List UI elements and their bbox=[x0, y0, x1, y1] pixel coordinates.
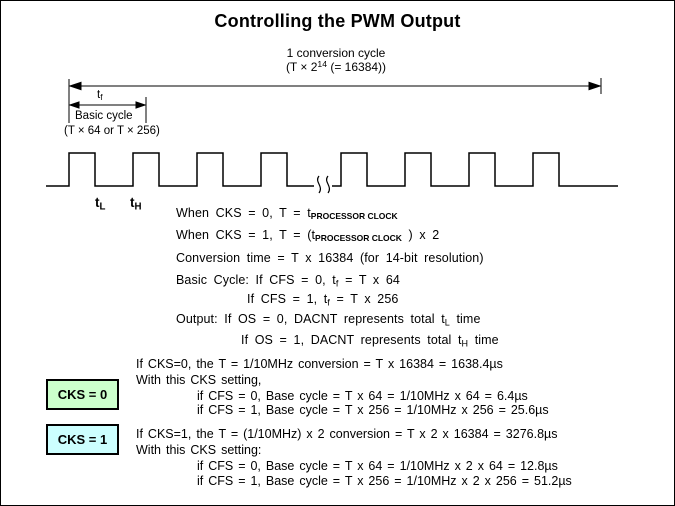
basic-cycle-formula: (T × 64 or T × 256) bbox=[64, 125, 160, 137]
formula-text: (= 16384)) bbox=[327, 60, 387, 74]
subscript: H bbox=[134, 201, 142, 213]
note-text: When CKS = 0, T = t bbox=[176, 206, 311, 220]
subscript: PROCESSOR CLOCK bbox=[310, 211, 398, 222]
conversion-cycle-formula: (T × 214 (= 16384)) bbox=[251, 59, 421, 74]
note-output-os1: If OS = 1, DACNT represents total tH tim… bbox=[241, 333, 499, 349]
tf-label: tf bbox=[97, 89, 103, 102]
note-cks1-period: When CKS = 1, T = (tPROCESSOR CLOCK ) x … bbox=[176, 228, 440, 244]
subscript: f bbox=[327, 297, 330, 308]
page-title: Controlling the PWM Output bbox=[214, 11, 461, 31]
conversion-cycle-label: 1 conversion cycle bbox=[286, 46, 386, 60]
subscript: L bbox=[444, 317, 450, 328]
symbol-base: t bbox=[95, 195, 100, 210]
symbol-base: t bbox=[97, 89, 101, 101]
note-conversion-time: Conversion time = T x 16384 (for 14-bit … bbox=[176, 251, 484, 265]
conversion-cycle-arrow bbox=[68, 78, 602, 123]
cks1-calc-line1: If CKS=1, the T = (1/10MHz) x 2 conversi… bbox=[136, 427, 558, 441]
tl-label: tL bbox=[95, 195, 106, 213]
note-output-os0: Output: If OS = 0, DACNT represents tota… bbox=[176, 312, 481, 328]
note-text: = T x 64 bbox=[338, 273, 400, 287]
cks1-calc-line3: if CFS = 0, Base cycle = T x 64 = 1/10MH… bbox=[197, 459, 558, 473]
cks1-calc-line2: With this CKS setting: bbox=[136, 443, 262, 457]
note-text: = T x 256 bbox=[329, 292, 399, 306]
cks0-badge: CKS = 0 bbox=[46, 379, 119, 410]
basic-cycle-label: Basic cycle bbox=[75, 110, 133, 122]
pwm-waveform bbox=[46, 152, 618, 187]
subscript: L bbox=[99, 201, 106, 213]
th-label: tH bbox=[130, 195, 142, 213]
cks0-calc-line3: if CFS = 0, Base cycle = T x 64 = 1/10MH… bbox=[197, 389, 528, 403]
waveform-break-icon bbox=[316, 175, 331, 194]
subscript: PROCESSOR CLOCK bbox=[315, 233, 402, 244]
formula-text: (T × 2 bbox=[285, 60, 318, 74]
note-text: If CFS = 1, t bbox=[247, 292, 328, 306]
note-text: time bbox=[468, 333, 499, 347]
note-basic-cycle-cfs1: If CFS = 1, tf = T x 256 bbox=[247, 292, 399, 308]
subscript: H bbox=[461, 338, 469, 349]
cks0-calc-line2: With this CKS setting, bbox=[136, 373, 262, 387]
note-text: Output: If OS = 0, DACNT represents tota… bbox=[176, 312, 445, 326]
note-text: If OS = 1, DACNT represents total t bbox=[241, 333, 462, 347]
note-text: time bbox=[449, 312, 481, 326]
note-text: Basic Cycle: If CFS = 0, t bbox=[176, 273, 336, 287]
exponent: 14 bbox=[317, 59, 327, 70]
subscript: f bbox=[335, 278, 339, 289]
note-text: When CKS = 1, T = (t bbox=[176, 228, 316, 242]
note-basic-cycle-cfs0: Basic Cycle: If CFS = 0, tf = T x 64 bbox=[176, 273, 400, 289]
subscript: f bbox=[100, 93, 103, 103]
cks1-badge: CKS = 1 bbox=[46, 424, 119, 455]
cks0-calc-line4: if CFS = 1, Base cycle = T x 256 = 1/10M… bbox=[197, 403, 549, 417]
symbol-base: t bbox=[130, 195, 135, 210]
cks0-calc-line1: If CKS=0, the T = 1/10MHz conversion = T… bbox=[136, 357, 503, 371]
note-cks0-period: When CKS = 0, T = tPROCESSOR CLOCK bbox=[176, 206, 398, 222]
note-text: ) x 2 bbox=[401, 228, 440, 242]
cks1-calc-line4: if CFS = 1, Base cycle = T x 256 = 1/10M… bbox=[197, 474, 572, 488]
